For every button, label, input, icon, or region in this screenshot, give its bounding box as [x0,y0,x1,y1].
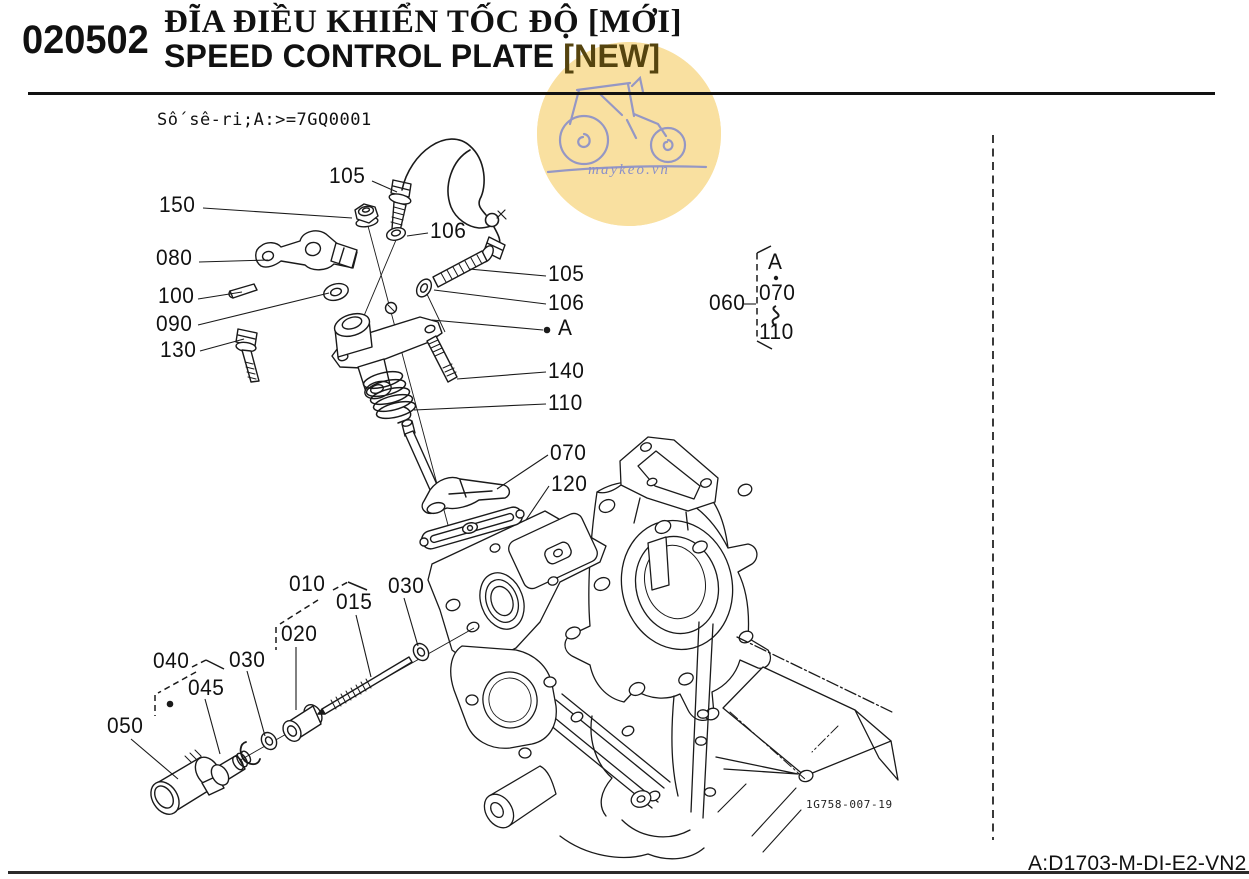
section-code: 020502 [22,18,149,62]
washer-090 [323,282,349,302]
pin-100 [228,283,258,299]
page-title: ĐĨA ĐIỀU KHIỂN TỐC ĐỘ [MỚI] SPEED CONTRO… [164,4,683,74]
ref-a-bullet [543,326,551,334]
title-english: SPEED CONTROL PLATE [NEW] [164,37,682,74]
bolt-105-right [432,236,506,288]
washer-106-top [385,227,407,241]
gasket-120 [419,506,525,550]
range-dot-glyph [773,275,779,281]
gear-case-housing-drawing [427,436,899,860]
upper-assembly-parts [228,138,525,550]
seal-wire [401,138,507,246]
flange-nut-150 [354,203,379,228]
snap-ring [239,741,261,766]
footer-rule [8,871,1249,874]
joint-020 [282,704,323,742]
watermark-label: maykeo.vn [588,162,670,178]
stud-140 [426,335,458,383]
spring-110 [362,370,417,424]
detent-assembly-parts [150,642,430,815]
watermark-circle: maykeo.vn [537,42,721,226]
drawing-number: 1G758-007-19 [806,798,893,811]
control-lever-080 [255,230,358,271]
bolt-105-top [388,179,412,232]
washer-030-right [412,642,430,662]
title-new-tag: [NEW] [563,37,661,74]
cover-050 [150,749,225,815]
range-tilde-glyph [771,305,780,327]
control-shaft-070 [401,419,511,515]
bolt-130 [235,328,260,383]
bracket-group-010 [275,581,368,650]
rod-015 [317,656,413,715]
assembly-group-brackets [154,245,780,716]
model-code: A:D1703-M-DI-E2-VN2 [1028,852,1247,875]
serial-number-note: Số sê-ri;A:>=7GQ0001 [157,110,372,130]
detent-piston-045 [210,750,252,786]
bracket-group-040 [154,659,225,716]
callout-leader-lines [130,180,756,780]
bracket-group-060 [756,245,780,350]
title-vietnamese: ĐĨA ĐIỀU KHIỂN TỐC ĐỘ [MỚI] [164,4,683,40]
washer-030-left [260,731,278,751]
header-rule [28,92,1215,95]
washer-106-right [415,278,433,298]
title-english-main: SPEED CONTROL PLATE [164,37,564,74]
tractor-doodle-icon [537,42,721,226]
group-040-bullet [166,700,174,708]
